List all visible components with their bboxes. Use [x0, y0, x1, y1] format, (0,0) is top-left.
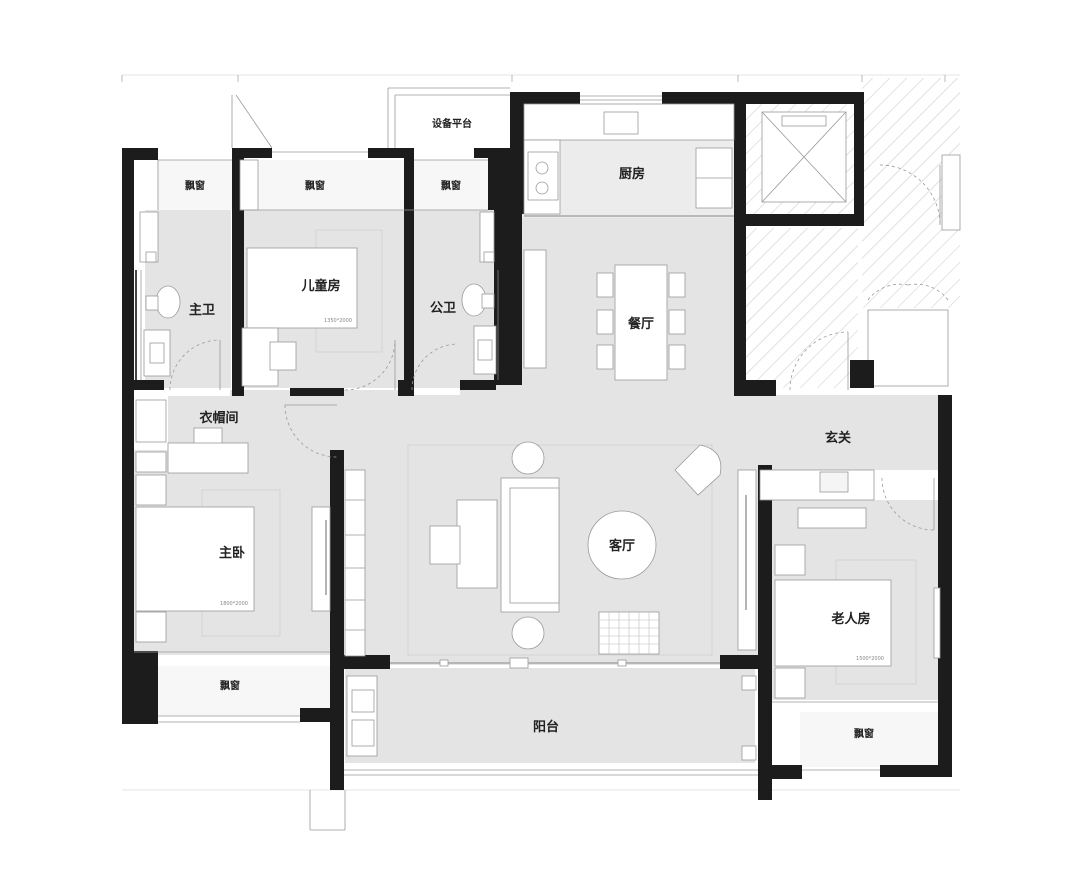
kids-room-label: 儿童房 [300, 278, 340, 294]
master-bath-furniture [135, 211, 181, 380]
master-bedroom-label: 主卧 [219, 545, 245, 561]
bed-size-label: 1800*2000 [220, 601, 248, 607]
kitchen-furniture [523, 103, 735, 217]
public-bath-label: 公卫 [430, 301, 456, 316]
master-bath-label: 主卫 [189, 302, 215, 318]
master-bedroom-furniture [134, 489, 331, 653]
balcony-label: 阳台 [533, 719, 559, 735]
bed-size-label: 1350*2000 [324, 318, 352, 324]
bay-window-label: 飘窗 [854, 727, 874, 740]
door-swings [169, 283, 949, 531]
kids-room-furniture [239, 159, 404, 387]
equipment-platform-label: 设备平台 [432, 117, 472, 130]
kitchen-label: 厨房 [619, 166, 645, 182]
room-labels: 设备平台 厨房 餐厅 主卫 儿童房 公卫 衣帽间 玄关 客厅 主卧 老人房 阳台… [185, 117, 884, 740]
foyer-label: 玄关 [825, 430, 851, 446]
public-bath-furniture [404, 209, 499, 380]
elderly-room-label: 老人房 [830, 611, 870, 627]
shaft-hatch [746, 78, 961, 388]
bay-window-label: 飘窗 [185, 179, 205, 192]
bay-window-label: 飘窗 [220, 679, 240, 692]
dining-furniture [523, 249, 686, 381]
cloakroom-furniture [135, 399, 249, 506]
bay-window-label: 飘窗 [441, 179, 461, 192]
bay-window-label: 飘窗 [305, 179, 325, 192]
elderly-room-furniture [759, 469, 941, 703]
living-furniture [344, 441, 757, 669]
living-label: 客厅 [609, 538, 635, 554]
cloakroom-label: 衣帽间 [199, 410, 238, 426]
dining-label: 餐厅 [627, 316, 654, 332]
window-lines [157, 87, 880, 831]
balcony-furniture [346, 675, 757, 761]
bed-size-label: 1500*2000 [856, 656, 884, 662]
